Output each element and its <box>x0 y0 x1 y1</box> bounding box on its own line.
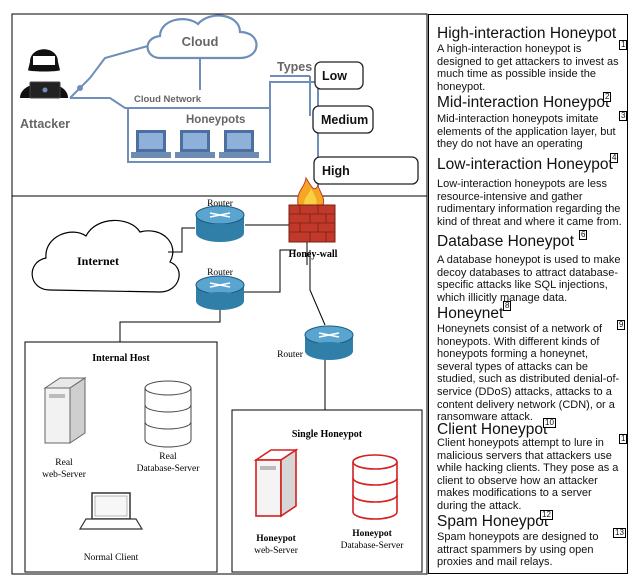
firewall-icon <box>288 176 336 243</box>
database-icon <box>144 380 192 448</box>
honeypot-computer-icon <box>131 130 171 158</box>
honeypot-computer-icon <box>219 130 259 158</box>
server-icon <box>43 377 87 444</box>
ref-marker: 12 <box>540 510 553 520</box>
normal-client-label: Normal Client <box>84 553 139 563</box>
cloud-label: Cloud <box>182 34 219 49</box>
real-web-server-label-1: Real <box>55 458 73 468</box>
honeypot-database-icon <box>352 454 398 520</box>
router-icon <box>304 325 354 360</box>
type-medium-label: Medium <box>321 113 368 127</box>
honeynet-topology-diagram: Internet Router Router Router Honey-wall… <box>11 176 428 575</box>
section-title-client: Client Honeypot <box>437 421 548 438</box>
router-label-2: Router <box>207 268 234 278</box>
types-label: Types <box>277 60 312 74</box>
attacker-label: Attacker <box>20 117 70 131</box>
section-title-spam: Spam Honeypot <box>437 513 549 530</box>
type-medium-box <box>312 105 374 134</box>
attacker-icon <box>20 49 68 99</box>
section-title-low: Low-interaction Honeypot <box>437 156 613 173</box>
router-icon <box>195 275 245 310</box>
honeypot-types-text-panel <box>428 14 628 574</box>
bottom-diagram-frame <box>11 195 428 575</box>
internal-host-title: Internal Host <box>92 353 150 364</box>
ref-marker: 1 <box>619 434 628 444</box>
section-body-database: A database honeypot is used to make deco… <box>437 254 621 304</box>
honeywall-label: Honey-wall <box>289 249 338 260</box>
section-title-honeynet: Honeynet <box>437 305 504 322</box>
ref-marker: 4 <box>610 153 619 163</box>
section-title-database: Database Honeypot <box>437 233 575 250</box>
single-honeypot-title: Single Honeypot <box>292 429 363 440</box>
ref-marker: 1 <box>619 40 628 50</box>
section-body-mid: Mid-interaction honeypots imitate elemen… <box>437 113 616 151</box>
real-db-server-label-1: Real <box>159 452 177 462</box>
ref-marker: 8 <box>503 301 512 311</box>
ref-marker: 13 <box>613 528 626 538</box>
honeypot-web-server-label-2: web-Server <box>254 546 299 556</box>
cloud-network-label: Cloud Network <box>134 94 202 105</box>
honeypot-types-diagram: Attacker Cloud Cloud Network Honeypots T… <box>11 13 428 197</box>
internal-host-box <box>24 341 218 573</box>
honeypot-computer-icon <box>175 130 215 158</box>
type-low-box <box>314 61 364 90</box>
section-body-high: A high-interaction honeypot is designed … <box>437 43 619 93</box>
honeypot-db-server-label-1: Honeypot <box>352 529 392 539</box>
ref-marker: 2 <box>603 92 612 102</box>
honeypot-server-icon <box>253 448 299 518</box>
internet-label: Internet <box>77 254 119 268</box>
ref-marker: 3 <box>619 111 628 121</box>
section-body-spam: Spam honeypots are designed to attract s… <box>437 531 599 569</box>
real-db-server-label-2: Database-Server <box>137 464 201 474</box>
type-high-label: High <box>322 164 350 178</box>
section-body-client: Client honeypots attempt to lure in mali… <box>437 437 619 512</box>
router-icon <box>195 205 245 242</box>
router-label-1: Router <box>207 199 234 209</box>
type-low-label: Low <box>322 69 347 83</box>
ref-marker: 6 <box>579 230 588 240</box>
internet-cloud <box>31 219 180 293</box>
section-title-mid: Mid-interaction Honeypot <box>437 94 610 111</box>
ref-marker: 9 <box>617 320 626 330</box>
honeypot-db-server-label-2: Database-Server <box>341 541 405 551</box>
cloud-shape <box>146 14 258 60</box>
router-label-3: Router <box>277 350 304 360</box>
honeypots-label: Honeypots <box>186 114 245 126</box>
honeypot-web-server-label-1: Honeypot <box>256 534 296 544</box>
section-body-low: Low-interaction honeypots are less resou… <box>437 178 622 228</box>
laptop-icon <box>78 492 144 530</box>
section-title-high: High-interaction Honeypot <box>437 25 617 42</box>
real-web-server-label-2: web-Server <box>42 470 87 480</box>
type-high-box <box>313 156 419 185</box>
ref-marker: 10 <box>543 418 556 428</box>
section-body-honeynet: Honeynets consist of a network of honeyp… <box>437 323 620 424</box>
